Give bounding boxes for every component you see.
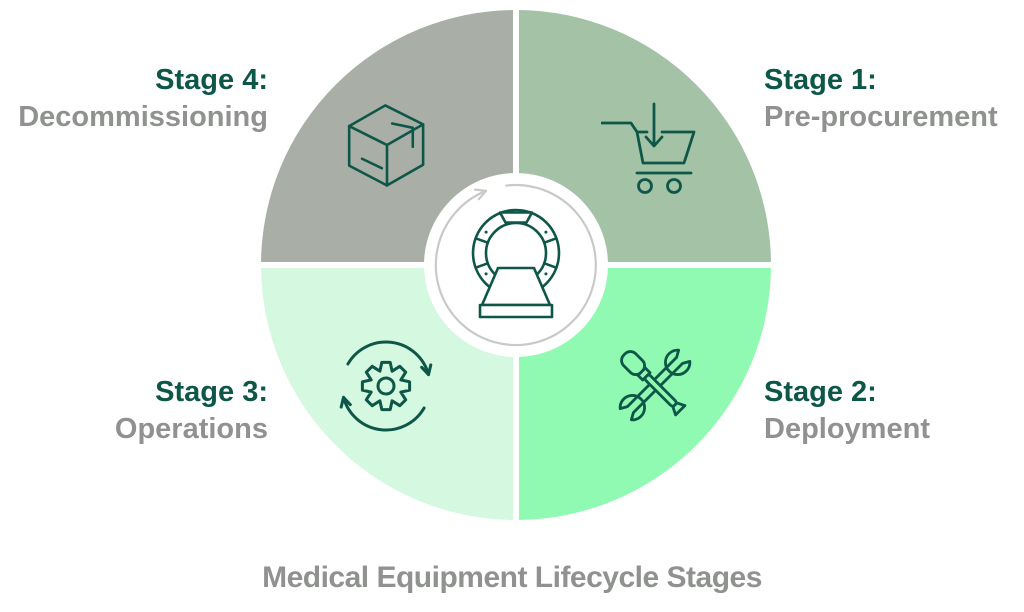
stage2-name: Deployment: [764, 413, 930, 445]
mri-scanner-icon: [471, 208, 561, 319]
crossed-tools-icon: [618, 348, 692, 422]
stage3-name: Operations: [114, 413, 268, 445]
stage4-label: Stage 4:: [155, 64, 268, 96]
gear-outline: [360, 360, 412, 412]
stage1-label: Stage 1:: [764, 64, 877, 96]
cart-handle: [601, 121, 639, 134]
cart-wheel-right: [666, 178, 682, 194]
stage1-text-block: Stage 1: Pre-procurement: [764, 62, 998, 136]
cycle-arc-top-head: [420, 363, 433, 377]
mri-table-base: [478, 303, 554, 319]
wheel-quadrants: [250, 0, 782, 530]
cart-wheel-left: [637, 178, 653, 194]
stage4-text-block: Stage 4: Decommissioning: [18, 62, 268, 136]
stage3-label: Stage 3:: [155, 376, 268, 408]
stage3-text-block: Stage 3: Operations: [115, 374, 268, 448]
gear-hole: [376, 376, 396, 396]
download-arrow-head: [644, 135, 664, 148]
screwdriver-icon: [620, 350, 687, 417]
cycle-arc-top: [346, 340, 430, 377]
cart-basket: [635, 130, 696, 165]
stage2-text-block: Stage 2: Deployment: [764, 374, 930, 448]
shopping-cart-download-icon: [601, 102, 696, 194]
stage1-name: Pre-procurement: [764, 101, 998, 133]
gear-cycle-icon: [339, 340, 433, 432]
cycle-arc-bottom: [342, 395, 426, 432]
stage4-name: Decommissioning: [18, 101, 268, 133]
cycle-arc-bottom-head: [339, 395, 352, 409]
cycle-arrow-icon: [434, 183, 597, 347]
mri-ring-dots: [484, 230, 548, 276]
center-disc: [424, 173, 608, 357]
diagram-title: Medical Equipment Lifecycle Stages: [262, 561, 762, 594]
mri-ring-segments: [474, 237, 558, 270]
stage2-label: Stage 2:: [764, 376, 877, 408]
box-icon: [347, 104, 425, 187]
wrench-icon: [618, 348, 692, 422]
